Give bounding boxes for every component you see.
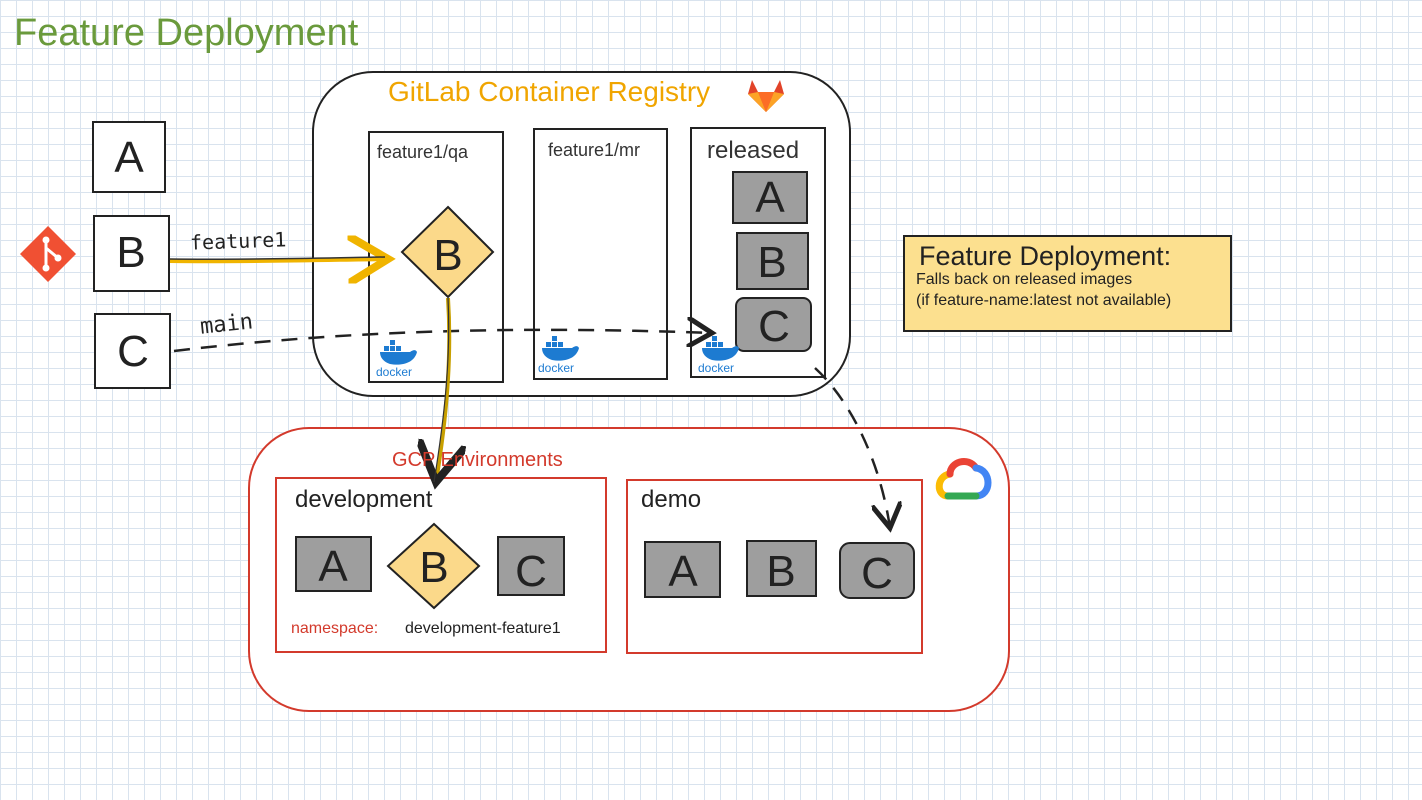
docker-icon-qa: docker <box>376 340 417 379</box>
released-letter-a: A <box>755 173 785 222</box>
branch-label-feature1: feature1 <box>189 227 287 255</box>
gitlab-icon <box>748 80 784 112</box>
docker-icon-mr: docker <box>538 336 579 375</box>
svg-text:docker: docker <box>698 361 734 375</box>
git-icon <box>20 226 76 282</box>
docker-icon-released: docker <box>698 336 739 375</box>
source-box-b <box>93 215 170 292</box>
note-line-2: (if feature-name:latest not available) <box>916 292 1172 309</box>
arrow-main <box>173 330 712 353</box>
demo-letter-c: C <box>861 549 893 598</box>
dev-letter-b: B <box>419 543 448 592</box>
released-letter-c: C <box>758 302 790 351</box>
env-label-demo: demo <box>641 486 702 513</box>
namespace-value: development-feature1 <box>405 620 561 637</box>
dev-letter-a: A <box>318 542 348 591</box>
gcp-title: GCP Environments <box>392 449 563 471</box>
dev-image-a <box>295 536 372 592</box>
arrow-released-to-demo <box>814 367 890 528</box>
demo-image-c <box>839 542 915 599</box>
page-title: Feature Deployment <box>14 12 359 54</box>
registry-qa-image-b <box>400 205 495 299</box>
source-letter-c: C <box>117 327 149 376</box>
released-image-b <box>736 232 809 290</box>
demo-letter-b: B <box>766 547 795 596</box>
source-letter-a: A <box>114 133 144 182</box>
env-label-development: development <box>295 486 433 513</box>
dev-letter-c: C <box>515 547 547 596</box>
svg-text:docker: docker <box>538 361 574 375</box>
demo-letter-a: A <box>668 547 698 596</box>
note-title: Feature Deployment: <box>919 241 1172 271</box>
released-letter-b: B <box>757 238 786 287</box>
google-cloud-icon <box>935 457 992 500</box>
note-line-1: Falls back on released images <box>916 271 1133 288</box>
arrow-feature1 <box>169 259 388 261</box>
released-image-a <box>732 171 808 224</box>
note-box <box>903 235 1232 332</box>
released-image-c <box>735 297 812 352</box>
registry-title: GitLab Container Registry <box>388 76 711 107</box>
demo-image-a <box>644 541 721 598</box>
registry-column-label-qa: feature1/qa <box>377 142 469 162</box>
registry-qa-letter-b: B <box>433 231 462 280</box>
dev-image-c <box>497 536 565 596</box>
namespace-key: namespace: <box>291 620 379 637</box>
source-box-a <box>92 121 166 193</box>
demo-image-b <box>746 540 817 597</box>
svg-text:docker: docker <box>376 365 412 379</box>
dev-image-b <box>386 522 481 610</box>
registry-column-label-mr: feature1/mr <box>548 140 641 160</box>
source-letter-b: B <box>116 228 145 277</box>
registry-column-feature1-mr <box>533 128 668 380</box>
source-box-c <box>94 313 171 389</box>
registry-column-label-released: released <box>707 137 800 164</box>
